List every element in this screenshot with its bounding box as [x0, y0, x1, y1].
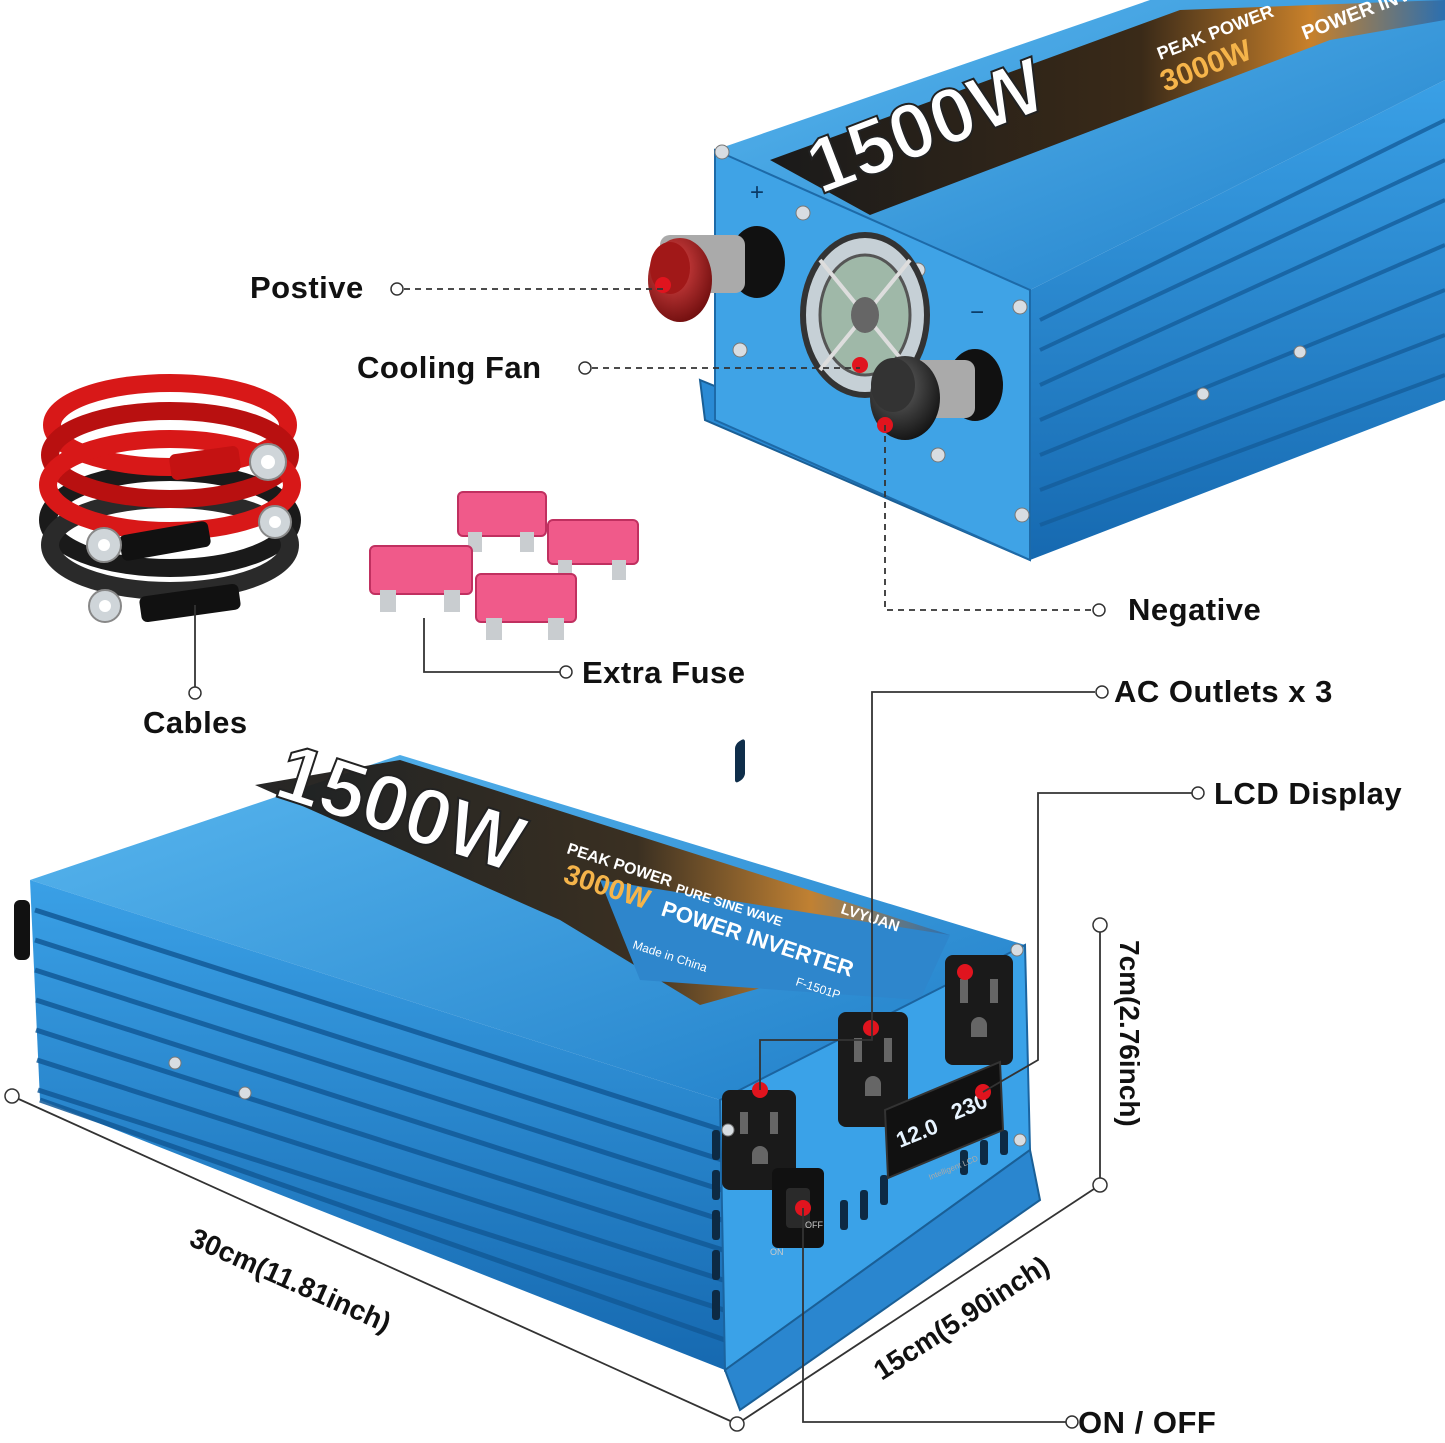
label-extra-fuse: Extra Fuse [582, 655, 746, 690]
callout-endpoints [188, 282, 1205, 1429]
rear-inverter: 1500W PEAK POWER 3000W POWER INVERTER + [648, 0, 1445, 562]
dimension-lines [11, 925, 1101, 1425]
dimension-height: 7cm(2.76inch) [1114, 940, 1145, 1127]
label-positive: Postive [250, 270, 364, 305]
svg-text:−: − [970, 299, 984, 326]
label-negative: Negative [1128, 592, 1262, 627]
switch-on-text: ON [770, 1247, 784, 1257]
positive-terminal-icon [648, 226, 785, 322]
switch-off-text: OFF [805, 1220, 823, 1230]
fuses-icon [369, 491, 639, 640]
label-lcd-display: LCD Display [1214, 776, 1403, 811]
svg-text:+: + [750, 179, 764, 206]
label-ac-outlets: AC Outlets x 3 [1114, 674, 1333, 709]
callout-lines [194, 288, 1192, 1423]
label-cooling-fan: Cooling Fan [357, 350, 542, 385]
label-on-off: ON / OFF [1078, 1405, 1217, 1440]
front-inverter: 1500W PEAK POWER 3000W PURE SINE WAVE PO… [14, 726, 1042, 1412]
cooling-fan-icon [800, 232, 930, 398]
negative-terminal-icon [870, 349, 1003, 440]
label-cables: Cables [143, 705, 248, 740]
cables-icon [39, 374, 301, 623]
